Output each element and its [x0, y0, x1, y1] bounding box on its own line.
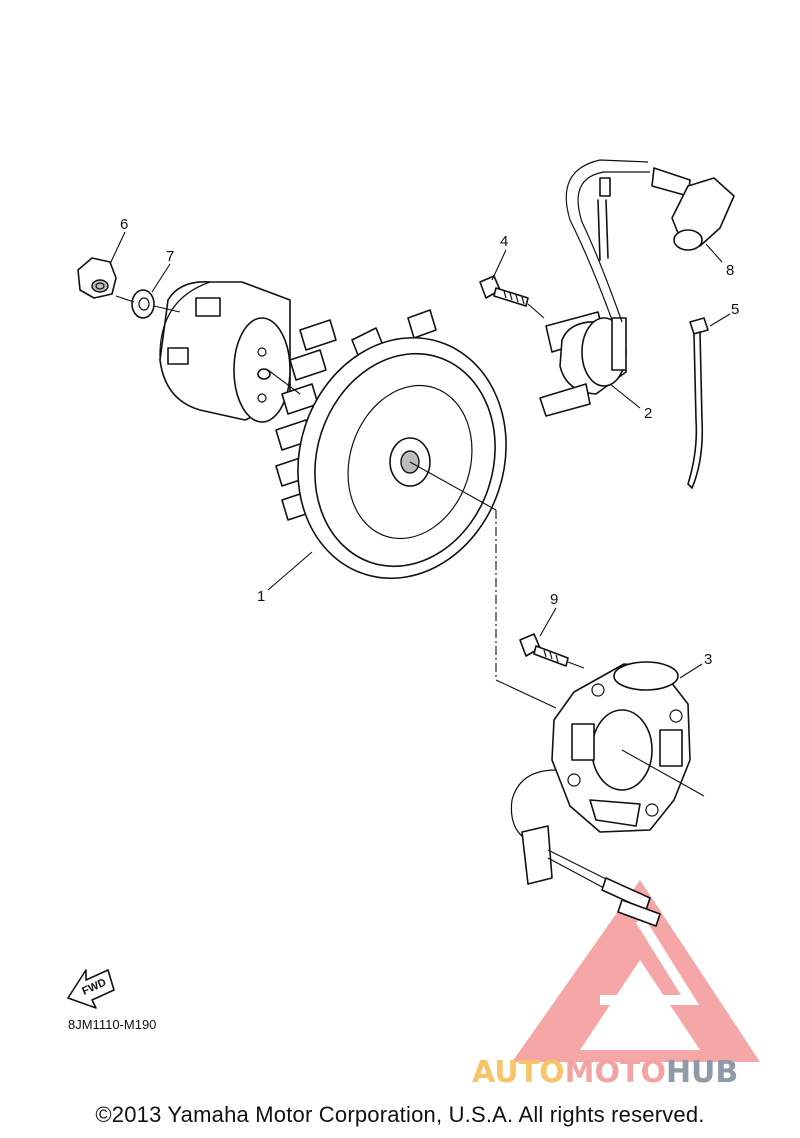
callout-3: 3	[704, 651, 712, 668]
callout-1: 1	[257, 588, 265, 605]
washer	[131, 289, 155, 319]
stator	[510, 661, 691, 927]
callout-9: 9	[550, 591, 558, 608]
watermark-logo-icon	[512, 880, 760, 1062]
callout-2: 2	[644, 405, 652, 422]
spark-plug-cap	[565, 159, 735, 323]
ignition-coil	[539, 311, 627, 417]
diagram-code: 8JM1110-M190	[68, 1017, 157, 1032]
callout-5: 5	[731, 301, 739, 318]
bolt-9	[519, 633, 569, 667]
watermark-text: AUTOMOTOHUB	[472, 1055, 738, 1090]
copyright-notice: ©2013 Yamaha Motor Corporation, U.S.A. A…	[95, 1102, 705, 1127]
rotor-hub	[159, 281, 291, 423]
watermark-auto: AUTO	[472, 1055, 565, 1090]
nut	[77, 257, 117, 299]
watermark-hub: HUB	[665, 1055, 739, 1090]
flywheel	[275, 309, 507, 580]
callout-6: 6	[120, 216, 128, 233]
bolt-4	[479, 275, 529, 307]
leader-lines	[109, 231, 731, 797]
watermark-moto: MOTO	[564, 1055, 666, 1090]
callout-4: 4	[500, 233, 508, 250]
cable-tie	[687, 317, 709, 489]
fwd-arrow-icon: FWD	[67, 969, 115, 1009]
callout-8: 8	[726, 262, 734, 279]
callout-7: 7	[166, 248, 174, 265]
